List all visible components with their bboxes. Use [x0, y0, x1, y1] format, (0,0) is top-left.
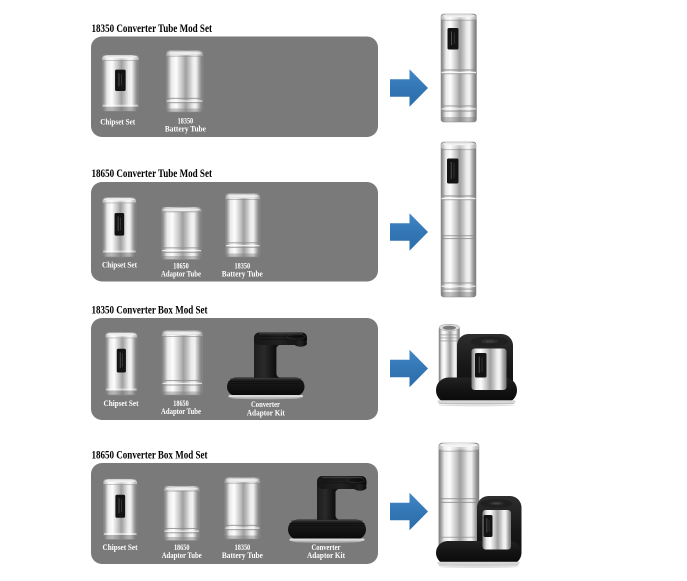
- svg-text:Chipset Set: Chipset Set: [100, 116, 135, 126]
- svg-text:Battery Tube: Battery Tube: [165, 123, 206, 133]
- svg-text:18350 Converter Box Mod Set: 18350 Converter Box Mod Set: [92, 303, 208, 317]
- svg-text:18350: 18350: [178, 116, 194, 126]
- svg-text:Adaptor Kit: Adaptor Kit: [307, 550, 345, 560]
- svg-text:Chipset Set: Chipset Set: [104, 398, 139, 408]
- svg-text:18650: 18650: [173, 398, 189, 408]
- svg-text:Adaptor Tube: Adaptor Tube: [161, 406, 201, 416]
- svg-text:Adaptor Tube: Adaptor Tube: [162, 550, 202, 560]
- svg-text:18650 Converter Tube Mod Set: 18650 Converter Tube Mod Set: [92, 166, 213, 180]
- svg-text:Chipset Set: Chipset Set: [102, 260, 137, 270]
- svg-text:Adaptor Tube: Adaptor Tube: [161, 268, 201, 278]
- svg-text:18350: 18350: [235, 260, 251, 270]
- svg-text:Adaptor Kit: Adaptor Kit: [247, 408, 285, 418]
- svg-text:Converter: Converter: [312, 542, 341, 552]
- svg-text:Chipset Set: Chipset Set: [103, 542, 138, 552]
- svg-text:Battery Tube: Battery Tube: [222, 550, 263, 560]
- svg-text:18350 Converter Tube Mod Set: 18350 Converter Tube Mod Set: [92, 21, 213, 35]
- svg-text:Battery Tube: Battery Tube: [222, 268, 263, 278]
- svg-text:18650: 18650: [174, 542, 190, 552]
- svg-text:18650: 18650: [173, 260, 189, 270]
- svg-text:18650 Converter Box Mod Set: 18650 Converter Box Mod Set: [92, 448, 208, 462]
- svg-text:18350: 18350: [235, 542, 251, 552]
- svg-text:Converter: Converter: [251, 399, 280, 409]
